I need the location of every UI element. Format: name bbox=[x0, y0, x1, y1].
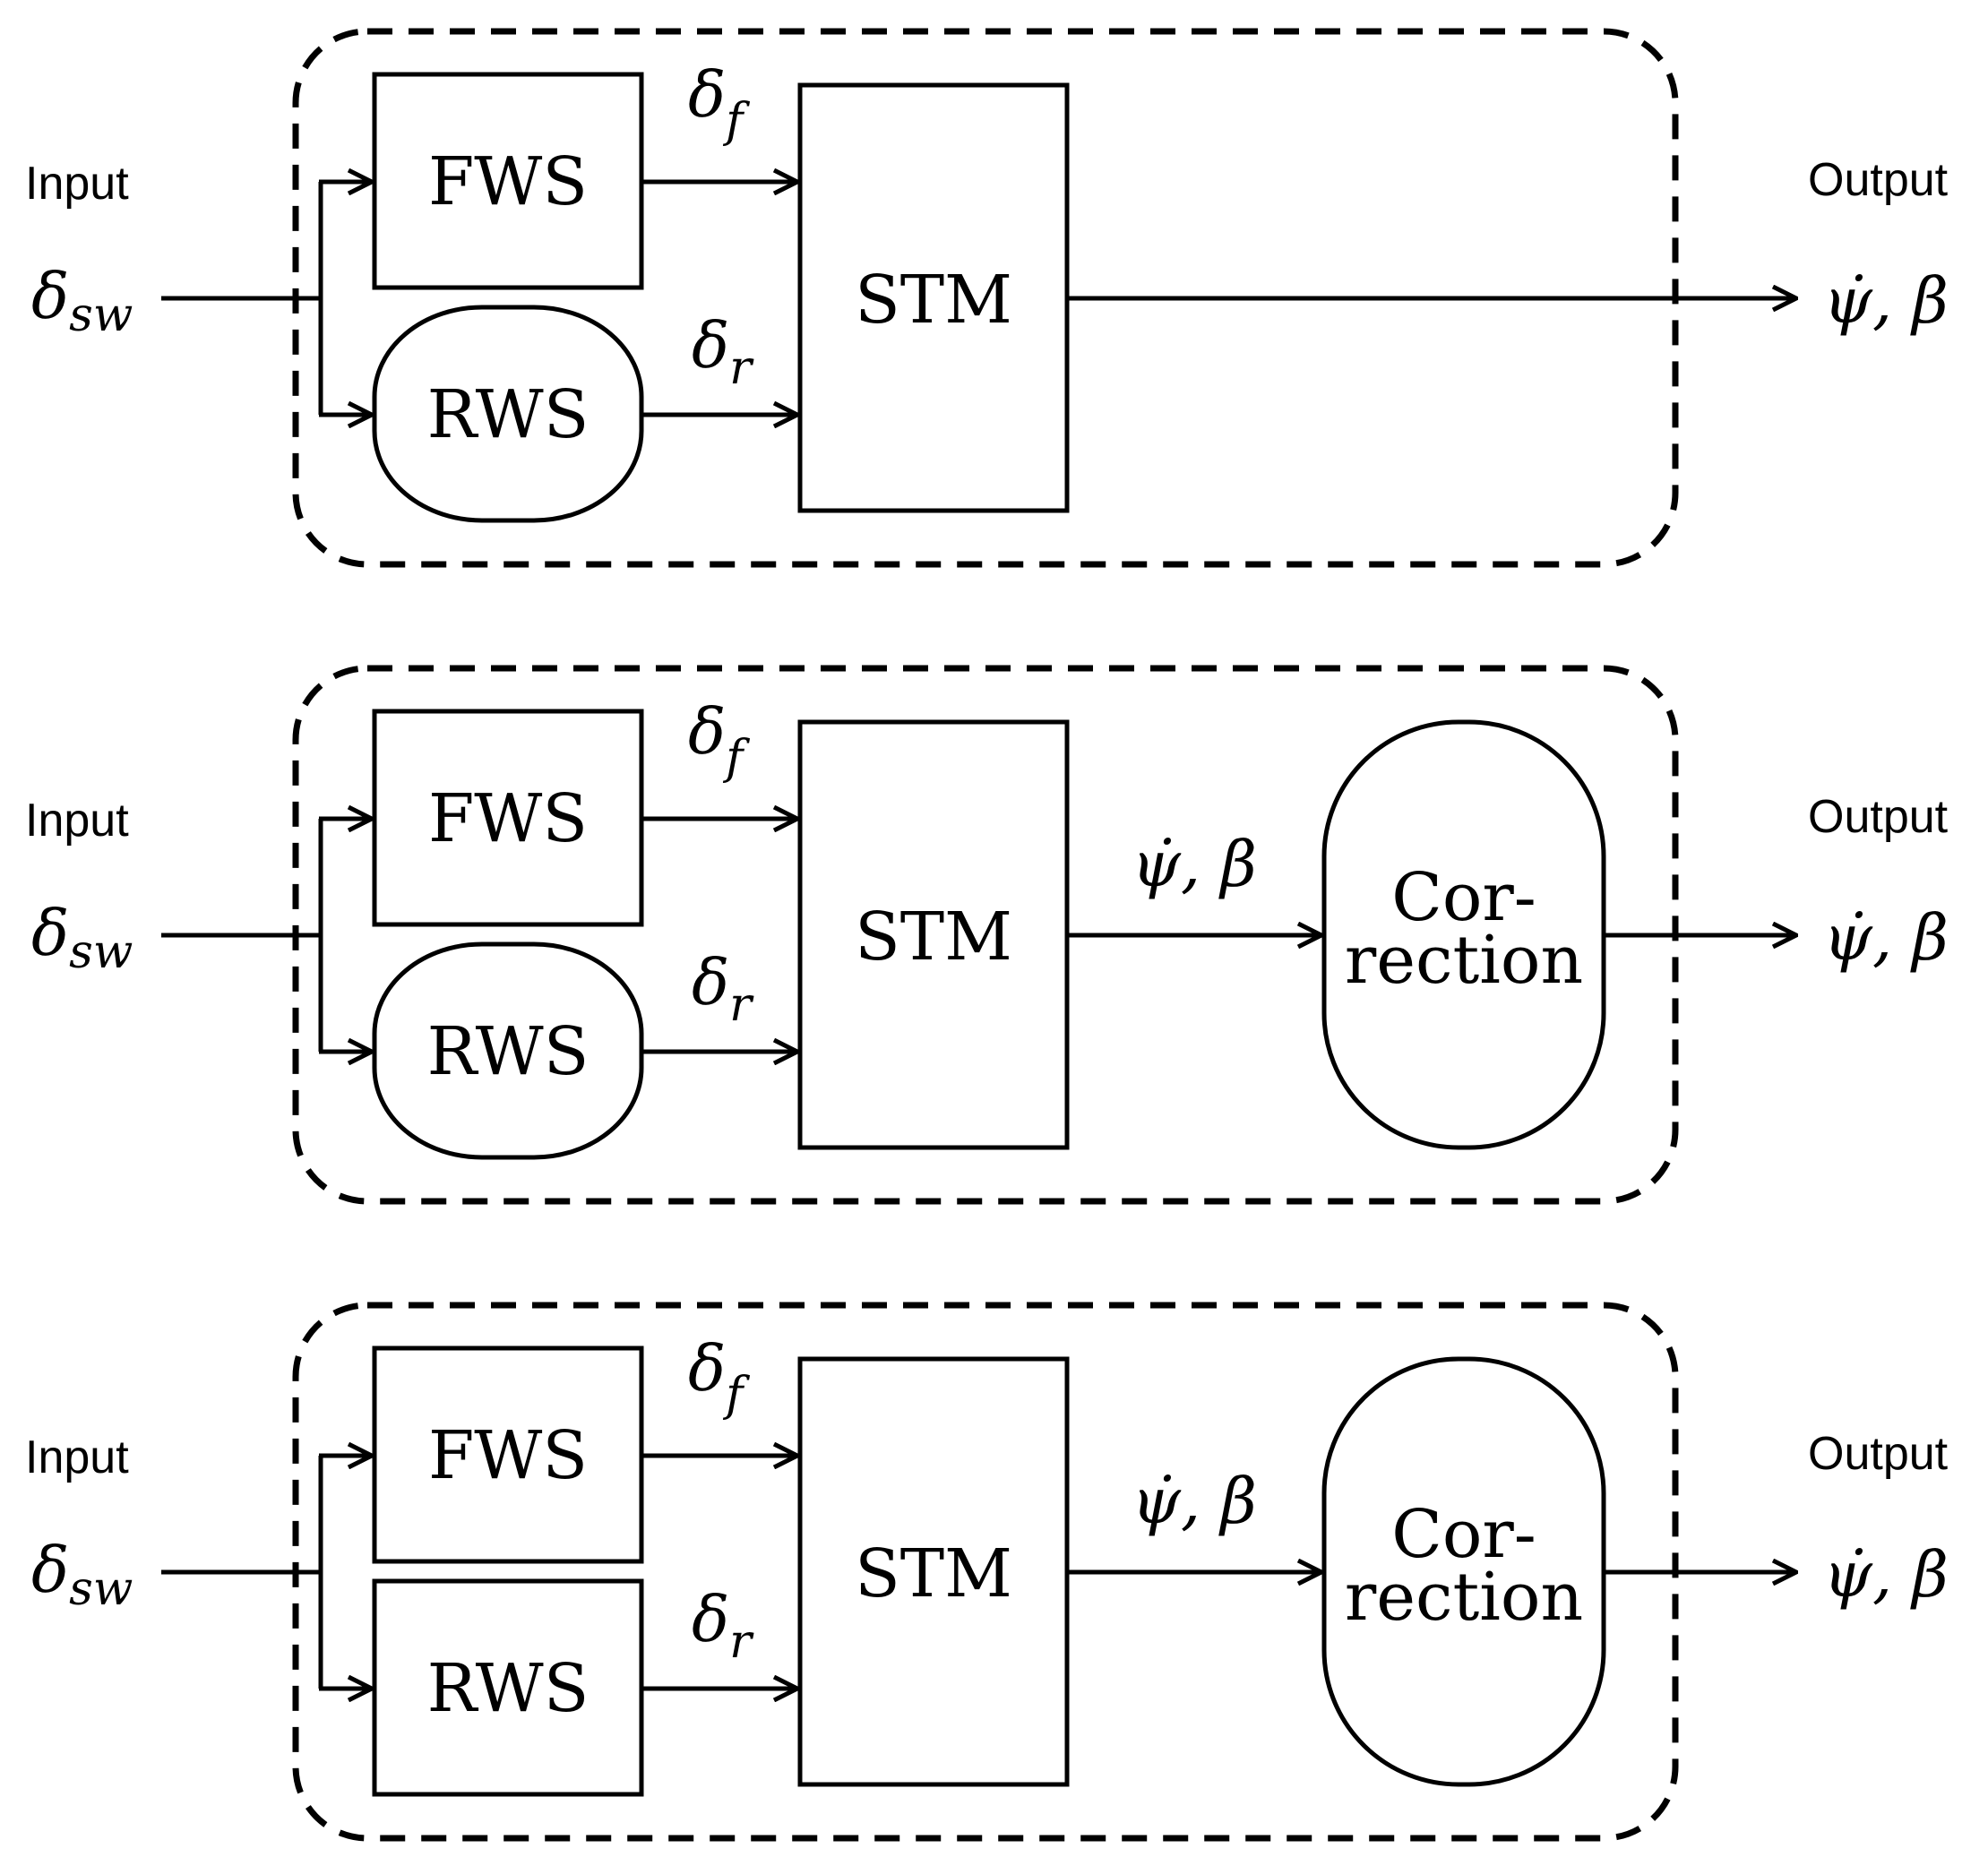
diagram-2: Input δsw FWS RWS δf δr STM ψ̇, β Cor- r… bbox=[25, 665, 1949, 1205]
fws-label: FWS bbox=[428, 143, 588, 220]
fws-block bbox=[372, 709, 644, 927]
delta-f-label: δf bbox=[688, 1332, 750, 1422]
stm-block bbox=[797, 719, 1070, 1150]
correction-label-line2: rection bbox=[1345, 1559, 1583, 1636]
output-symbol: ψ̇, β bbox=[1823, 901, 1949, 975]
input-symbol: δsw bbox=[31, 1534, 133, 1616]
input-symbol: δsw bbox=[31, 260, 133, 342]
mid-symbol: ψ̇, β bbox=[1132, 828, 1257, 901]
rws-label: RWS bbox=[427, 1650, 590, 1727]
output-label: Output bbox=[1808, 154, 1949, 206]
diagram-3: Input δsw FWS RWS δf δr STM ψ̇, β Cor- r… bbox=[25, 1302, 1949, 1842]
output-label: Output bbox=[1808, 791, 1949, 843]
delta-f-label: δf bbox=[688, 695, 750, 785]
correction-label-line1: Cor- bbox=[1391, 859, 1536, 936]
input-symbol: δsw bbox=[31, 897, 133, 979]
rws-block bbox=[372, 1578, 644, 1797]
fws-label: FWS bbox=[428, 1417, 588, 1494]
delta-r-label: δr bbox=[692, 1583, 754, 1669]
output-symbol: ψ̇, β bbox=[1823, 1538, 1949, 1612]
delta-r-label: δr bbox=[692, 946, 754, 1032]
diagram-1: Input δsw FWS RWS δf δr STM Output ψ̇, β bbox=[25, 28, 1949, 568]
stm-label: STM bbox=[855, 898, 1012, 976]
fws-block bbox=[372, 72, 644, 290]
stm-block bbox=[797, 1356, 1070, 1787]
input-label: Input bbox=[25, 158, 129, 210]
delta-r-label: δr bbox=[692, 309, 754, 395]
output-label: Output bbox=[1808, 1428, 1949, 1480]
rws-label: RWS bbox=[427, 376, 590, 453]
correction-label-line1: Cor- bbox=[1391, 1496, 1536, 1573]
mid-symbol: ψ̇, β bbox=[1132, 1465, 1257, 1538]
fws-label: FWS bbox=[428, 780, 588, 857]
output-symbol: ψ̇, β bbox=[1823, 264, 1949, 338]
stm-label: STM bbox=[855, 1535, 1012, 1612]
correction-label-line2: rection bbox=[1345, 922, 1583, 999]
input-label: Input bbox=[25, 795, 129, 847]
input-label: Input bbox=[25, 1431, 129, 1483]
stm-label: STM bbox=[855, 262, 1012, 339]
stm-block bbox=[797, 82, 1070, 513]
delta-f-label: δf bbox=[688, 58, 750, 148]
fws-block bbox=[372, 1345, 644, 1564]
rws-label: RWS bbox=[427, 1013, 590, 1090]
